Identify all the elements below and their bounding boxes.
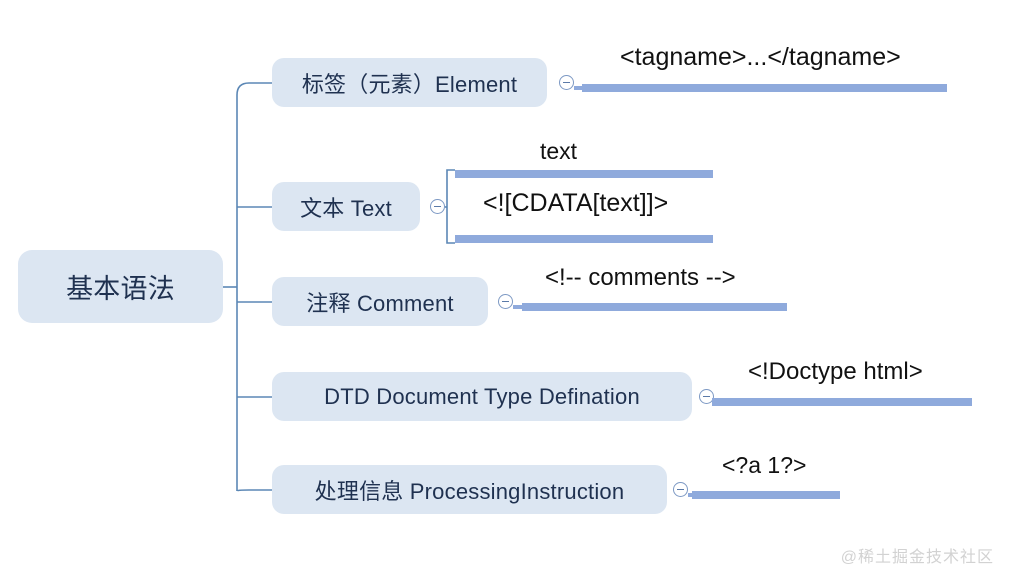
collapse-toggle-icon-dtd[interactable] <box>699 389 714 404</box>
branch-connector-element <box>236 82 272 96</box>
annotation-bar-cdata <box>455 235 713 243</box>
collapse-toggle-icon-element[interactable] <box>559 75 574 90</box>
branch-node-comment-label: 注释 Comment <box>306 290 454 316</box>
annotation-bar-element <box>582 84 947 92</box>
branch-node-element-label: 标签（元素）Element <box>301 71 518 97</box>
branch-node-comment[interactable]: 注释 Comment <box>272 277 488 326</box>
annotation-bar-processing-instruction <box>692 491 840 499</box>
watermark: @稀土掘金技术社区 <box>840 549 994 566</box>
root-node[interactable]: 基本语法 <box>18 250 223 323</box>
annotation-label-dtd: <!Doctype html> <box>748 358 923 385</box>
branch-node-processing-instruction-label: 处理信息 ProcessingInstruction <box>314 478 625 504</box>
annotation-label-text: text <box>540 138 578 164</box>
text-children-bracket <box>446 169 455 244</box>
branch-node-text[interactable]: 文本 Text <box>272 182 420 231</box>
root-node-label: 基本语法 <box>66 274 175 304</box>
branch-node-element[interactable]: 标签（元素）Element <box>272 58 547 107</box>
branch-node-dtd[interactable]: DTD Document Type Defination <box>272 372 692 421</box>
annotation-label-processing-instruction: <?a 1?> <box>722 452 807 478</box>
collapse-toggle-icon-comment[interactable] <box>498 294 513 309</box>
collapse-toggle-icon-processing-instruction[interactable] <box>673 482 688 497</box>
annotation-label-cdata: <![CDATA[text]]> <box>483 189 669 217</box>
branch-node-processing-instruction[interactable]: 处理信息 ProcessingInstruction <box>272 465 667 514</box>
collapse-toggle-icon-text[interactable] <box>430 199 445 214</box>
branch-node-dtd-label: DTD Document Type Defination <box>324 383 640 409</box>
annotation-bar-text <box>455 170 713 178</box>
annotation-bar-comment <box>522 303 787 311</box>
annotation-label-element: <tagname>...</tagname> <box>620 43 901 71</box>
branch-connector-pi <box>236 489 272 492</box>
branch-node-text-label: 文本 Text <box>300 195 392 221</box>
annotation-label-comment: <!-- comments --> <box>545 264 736 291</box>
annotation-bar-dtd <box>712 398 972 406</box>
